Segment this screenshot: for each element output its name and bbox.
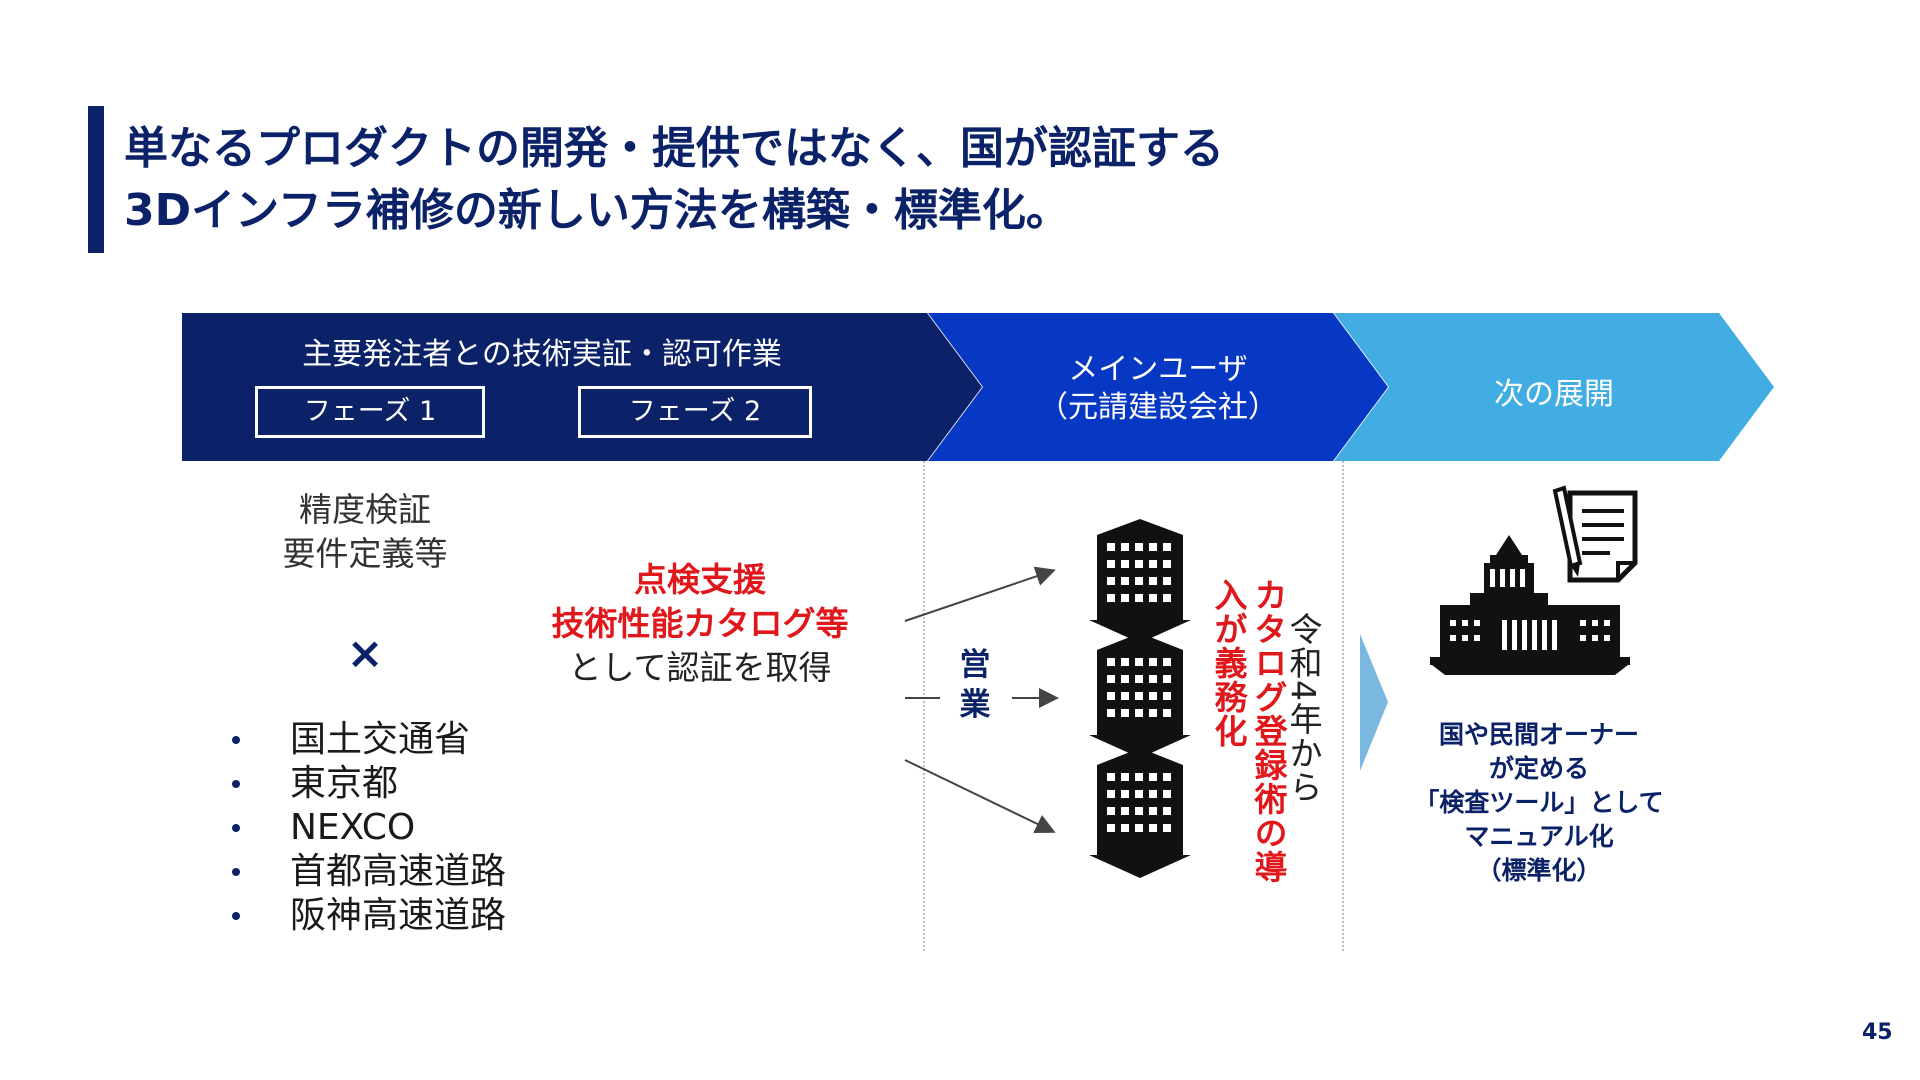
step3-label: 次の展開 — [1494, 377, 1614, 412]
next-line5: （標準化） — [1476, 856, 1602, 885]
step2-line2: （元請建設会社） — [1038, 390, 1278, 425]
verification-text: 精度検証 要件定義等 — [230, 488, 500, 576]
next-development-text: 国や民間オーナー が定める 「検査ツール」として マニュアル化 （標準化） — [1404, 718, 1674, 888]
cert-line3: として認証を取得 — [568, 648, 832, 687]
list-item: 阪神高速道路 — [228, 894, 506, 938]
document-icon — [1567, 490, 1638, 583]
bullet-icon — [232, 912, 240, 920]
building-icon — [1089, 519, 1191, 643]
right-arrow-icon — [1360, 634, 1388, 771]
page-title-line1: 単なるプロダクトの開発・提供ではなく、国が認証する — [124, 123, 1224, 174]
building-icon — [1089, 633, 1191, 758]
cert-red-line2: 技術性能カタログ等 — [551, 604, 849, 643]
sales-arrows — [904, 566, 1059, 834]
certification-text: 点検支援 技術性能カタログ等 として認証を取得 — [520, 558, 880, 690]
parliament-icon — [1430, 535, 1630, 675]
cross-mark: × — [346, 628, 384, 679]
parliament-document-icon — [1430, 485, 1638, 675]
list-item: 国土交通省 — [228, 718, 506, 762]
page-number: 45 — [1862, 1020, 1893, 1045]
step-chevron-1: 主要発注者との技術実証・認可作業 フェーズ 1 フェーズ 2 — [182, 313, 982, 461]
bullet-icon — [232, 736, 240, 744]
arrow-down — [904, 759, 1056, 834]
column-divider-2 — [1342, 461, 1344, 951]
step2-line1: メインユーザ — [1068, 352, 1248, 387]
client-list: 国土交通省 東京都 NEXCO 首都高速道路 阪神高速道路 — [228, 718, 506, 938]
list-item: 東京都 — [228, 762, 506, 806]
title-accent-bar — [88, 106, 104, 253]
verification-line2: 要件定義等 — [282, 534, 448, 573]
next-line2: が定める — [1488, 754, 1589, 783]
next-line1: 国や民間オーナー — [1438, 720, 1639, 749]
next-line4: マニュアル化 — [1464, 822, 1614, 851]
building-icon — [1089, 748, 1191, 878]
mandatory-adoption-text: カタログ登録術の導入が義務化 — [1209, 578, 1288, 884]
list-item: NEXCO — [228, 806, 506, 850]
step1-label: 主要発注者との技術実証・認可作業 — [302, 337, 782, 372]
step2-label: メインユーザ （元請建設会社） — [983, 351, 1333, 427]
next-line3: 「検査ツール」として — [1414, 788, 1664, 817]
page-title-line2: 3Dインフラ補修の新しい方法を構築・標準化。 — [124, 185, 1070, 236]
verification-line1: 精度検証 — [299, 490, 431, 529]
reiwa-year-text: 令和4年から — [1284, 612, 1323, 804]
sales-label: 営業 — [959, 647, 991, 723]
step-chevron-3: 次の展開 — [1334, 313, 1774, 461]
cert-red-line1: 点検支援 — [634, 560, 766, 599]
pen-icon — [1552, 485, 1583, 577]
column-divider-1 — [923, 461, 925, 951]
step-chevron-2: メインユーザ （元請建設会社） — [928, 313, 1388, 461]
bullet-icon — [232, 868, 240, 876]
phase2-box: フェーズ 2 — [578, 386, 812, 438]
page-title: 単なるプロダクトの開発・提供ではなく、国が認証する 3Dインフラ補修の新しい方法… — [124, 118, 1624, 242]
bullet-icon — [232, 824, 240, 832]
list-item: 首都高速道路 — [228, 850, 506, 894]
phase1-box: フェーズ 1 — [255, 386, 485, 438]
arrow-up — [904, 566, 1056, 622]
bullet-icon — [232, 780, 240, 788]
building-icons — [1089, 519, 1191, 878]
